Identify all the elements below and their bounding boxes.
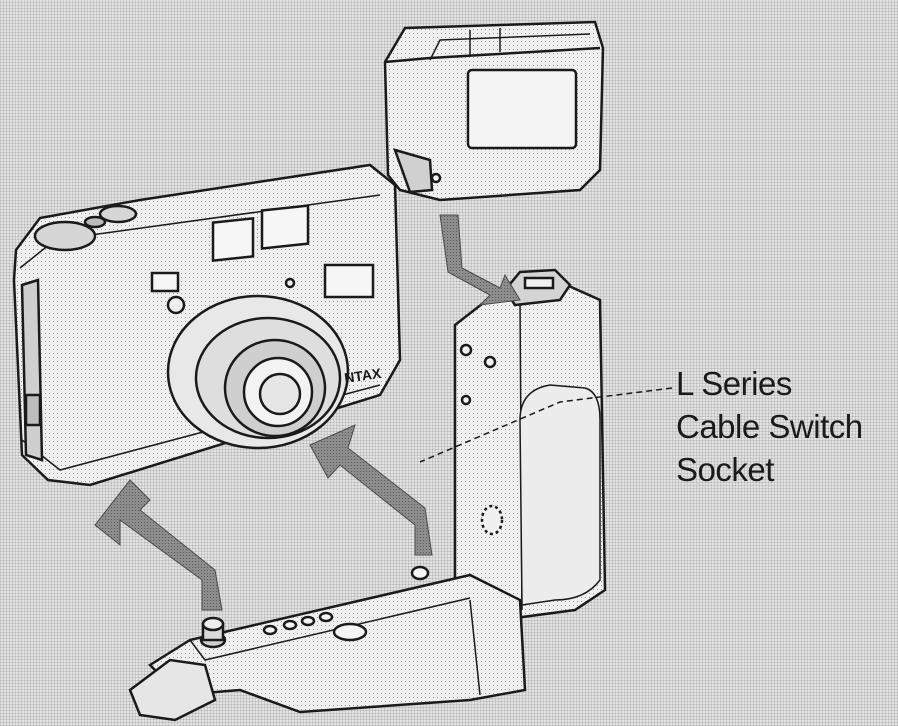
callout-line-1: L Series — [676, 365, 792, 402]
callout-line-2: Cable Switch — [676, 408, 863, 445]
callout-leader — [419, 387, 673, 463]
assembly-arrows — [94, 214, 521, 611]
arrow-left — [94, 479, 223, 611]
callout-line-3: Socket — [676, 451, 774, 488]
arrow-flash — [439, 214, 521, 306]
grip-bracket — [128, 268, 607, 722]
logo-fragment: NTAX — [343, 365, 383, 386]
arrow-middle — [309, 424, 433, 556]
callout-label: L Series Cable Switch Socket — [676, 362, 863, 491]
camera-body — [12, 163, 402, 487]
flash-unit — [383, 20, 605, 202]
